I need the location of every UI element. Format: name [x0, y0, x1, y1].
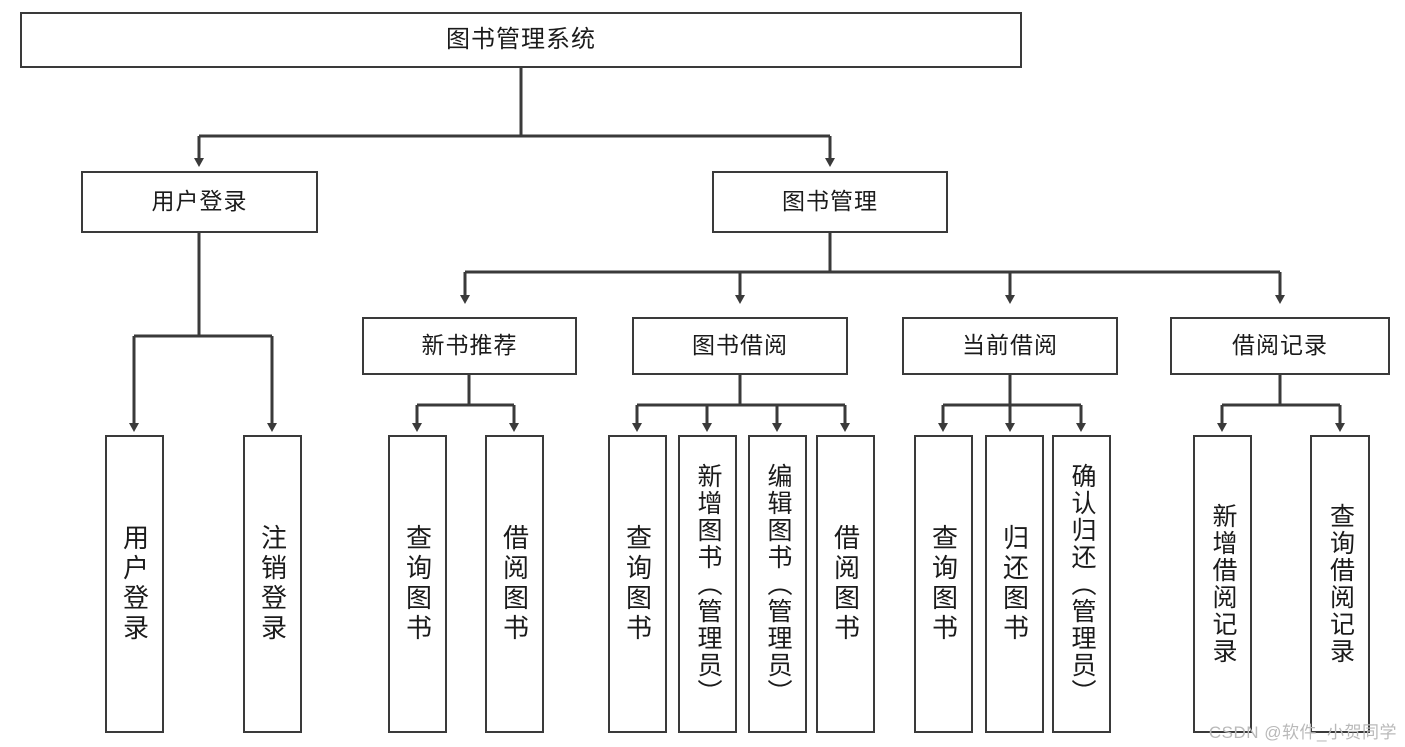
node-leaf-logout[interactable]: 注销登录	[243, 435, 302, 733]
node-leaf-query-book-3[interactable]: 查询图书	[914, 435, 973, 733]
node-leaf-confirm-return[interactable]: 确认归还（管理员）	[1052, 435, 1111, 733]
node-label: 借阅图书	[830, 524, 861, 644]
node-leaf-add-book[interactable]: 新增图书（管理员）	[678, 435, 737, 733]
node-new-book-rec[interactable]: 新书推荐	[362, 317, 577, 375]
node-label: 确认归还（管理员）	[1068, 462, 1096, 706]
node-label: 图书管理	[782, 188, 878, 215]
node-label: 图书管理系统	[446, 25, 596, 53]
node-label: 当前借阅	[962, 332, 1058, 359]
watermark-text: CSDN @软件_小贺同学	[1208, 723, 1397, 742]
node-book-manage[interactable]: 图书管理	[712, 171, 948, 233]
node-label: 查询借阅记录	[1326, 503, 1355, 665]
node-label: 查询图书	[402, 524, 433, 644]
node-leaf-borrow-book-1[interactable]: 借阅图书	[485, 435, 544, 733]
node-leaf-return-book[interactable]: 归还图书	[985, 435, 1044, 733]
node-label: 新书推荐	[421, 332, 518, 359]
node-label: 归还图书	[999, 524, 1030, 644]
node-leaf-query-record[interactable]: 查询借阅记录	[1310, 435, 1370, 733]
node-leaf-edit-book[interactable]: 编辑图书（管理员）	[748, 435, 807, 733]
node-label: 新增图书（管理员）	[694, 462, 722, 706]
node-label: 新增借阅记录	[1209, 503, 1237, 665]
node-borrow-record[interactable]: 借阅记录	[1170, 317, 1390, 375]
node-leaf-query-book-2[interactable]: 查询图书	[608, 435, 667, 733]
node-label: 查询图书	[928, 524, 959, 644]
node-root-system[interactable]: 图书管理系统	[20, 12, 1022, 68]
node-leaf-add-record[interactable]: 新增借阅记录	[1193, 435, 1252, 733]
node-label: 查询图书	[622, 524, 653, 644]
node-leaf-borrow-book-2[interactable]: 借阅图书	[816, 435, 875, 733]
node-label: 借阅图书	[499, 524, 530, 644]
node-label: 编辑图书（管理员）	[764, 462, 792, 706]
node-current-borrow[interactable]: 当前借阅	[902, 317, 1118, 375]
node-label: 注销登录	[257, 524, 288, 644]
node-label: 图书借阅	[692, 332, 788, 359]
node-label: 用户登录	[151, 188, 248, 215]
node-user-login[interactable]: 用户登录	[81, 171, 318, 233]
node-leaf-user-login[interactable]: 用户登录	[105, 435, 164, 733]
node-label: 借阅记录	[1232, 332, 1328, 359]
node-label: 用户登录	[119, 524, 150, 644]
node-leaf-query-book-1[interactable]: 查询图书	[388, 435, 447, 733]
node-book-borrow[interactable]: 图书借阅	[632, 317, 848, 375]
